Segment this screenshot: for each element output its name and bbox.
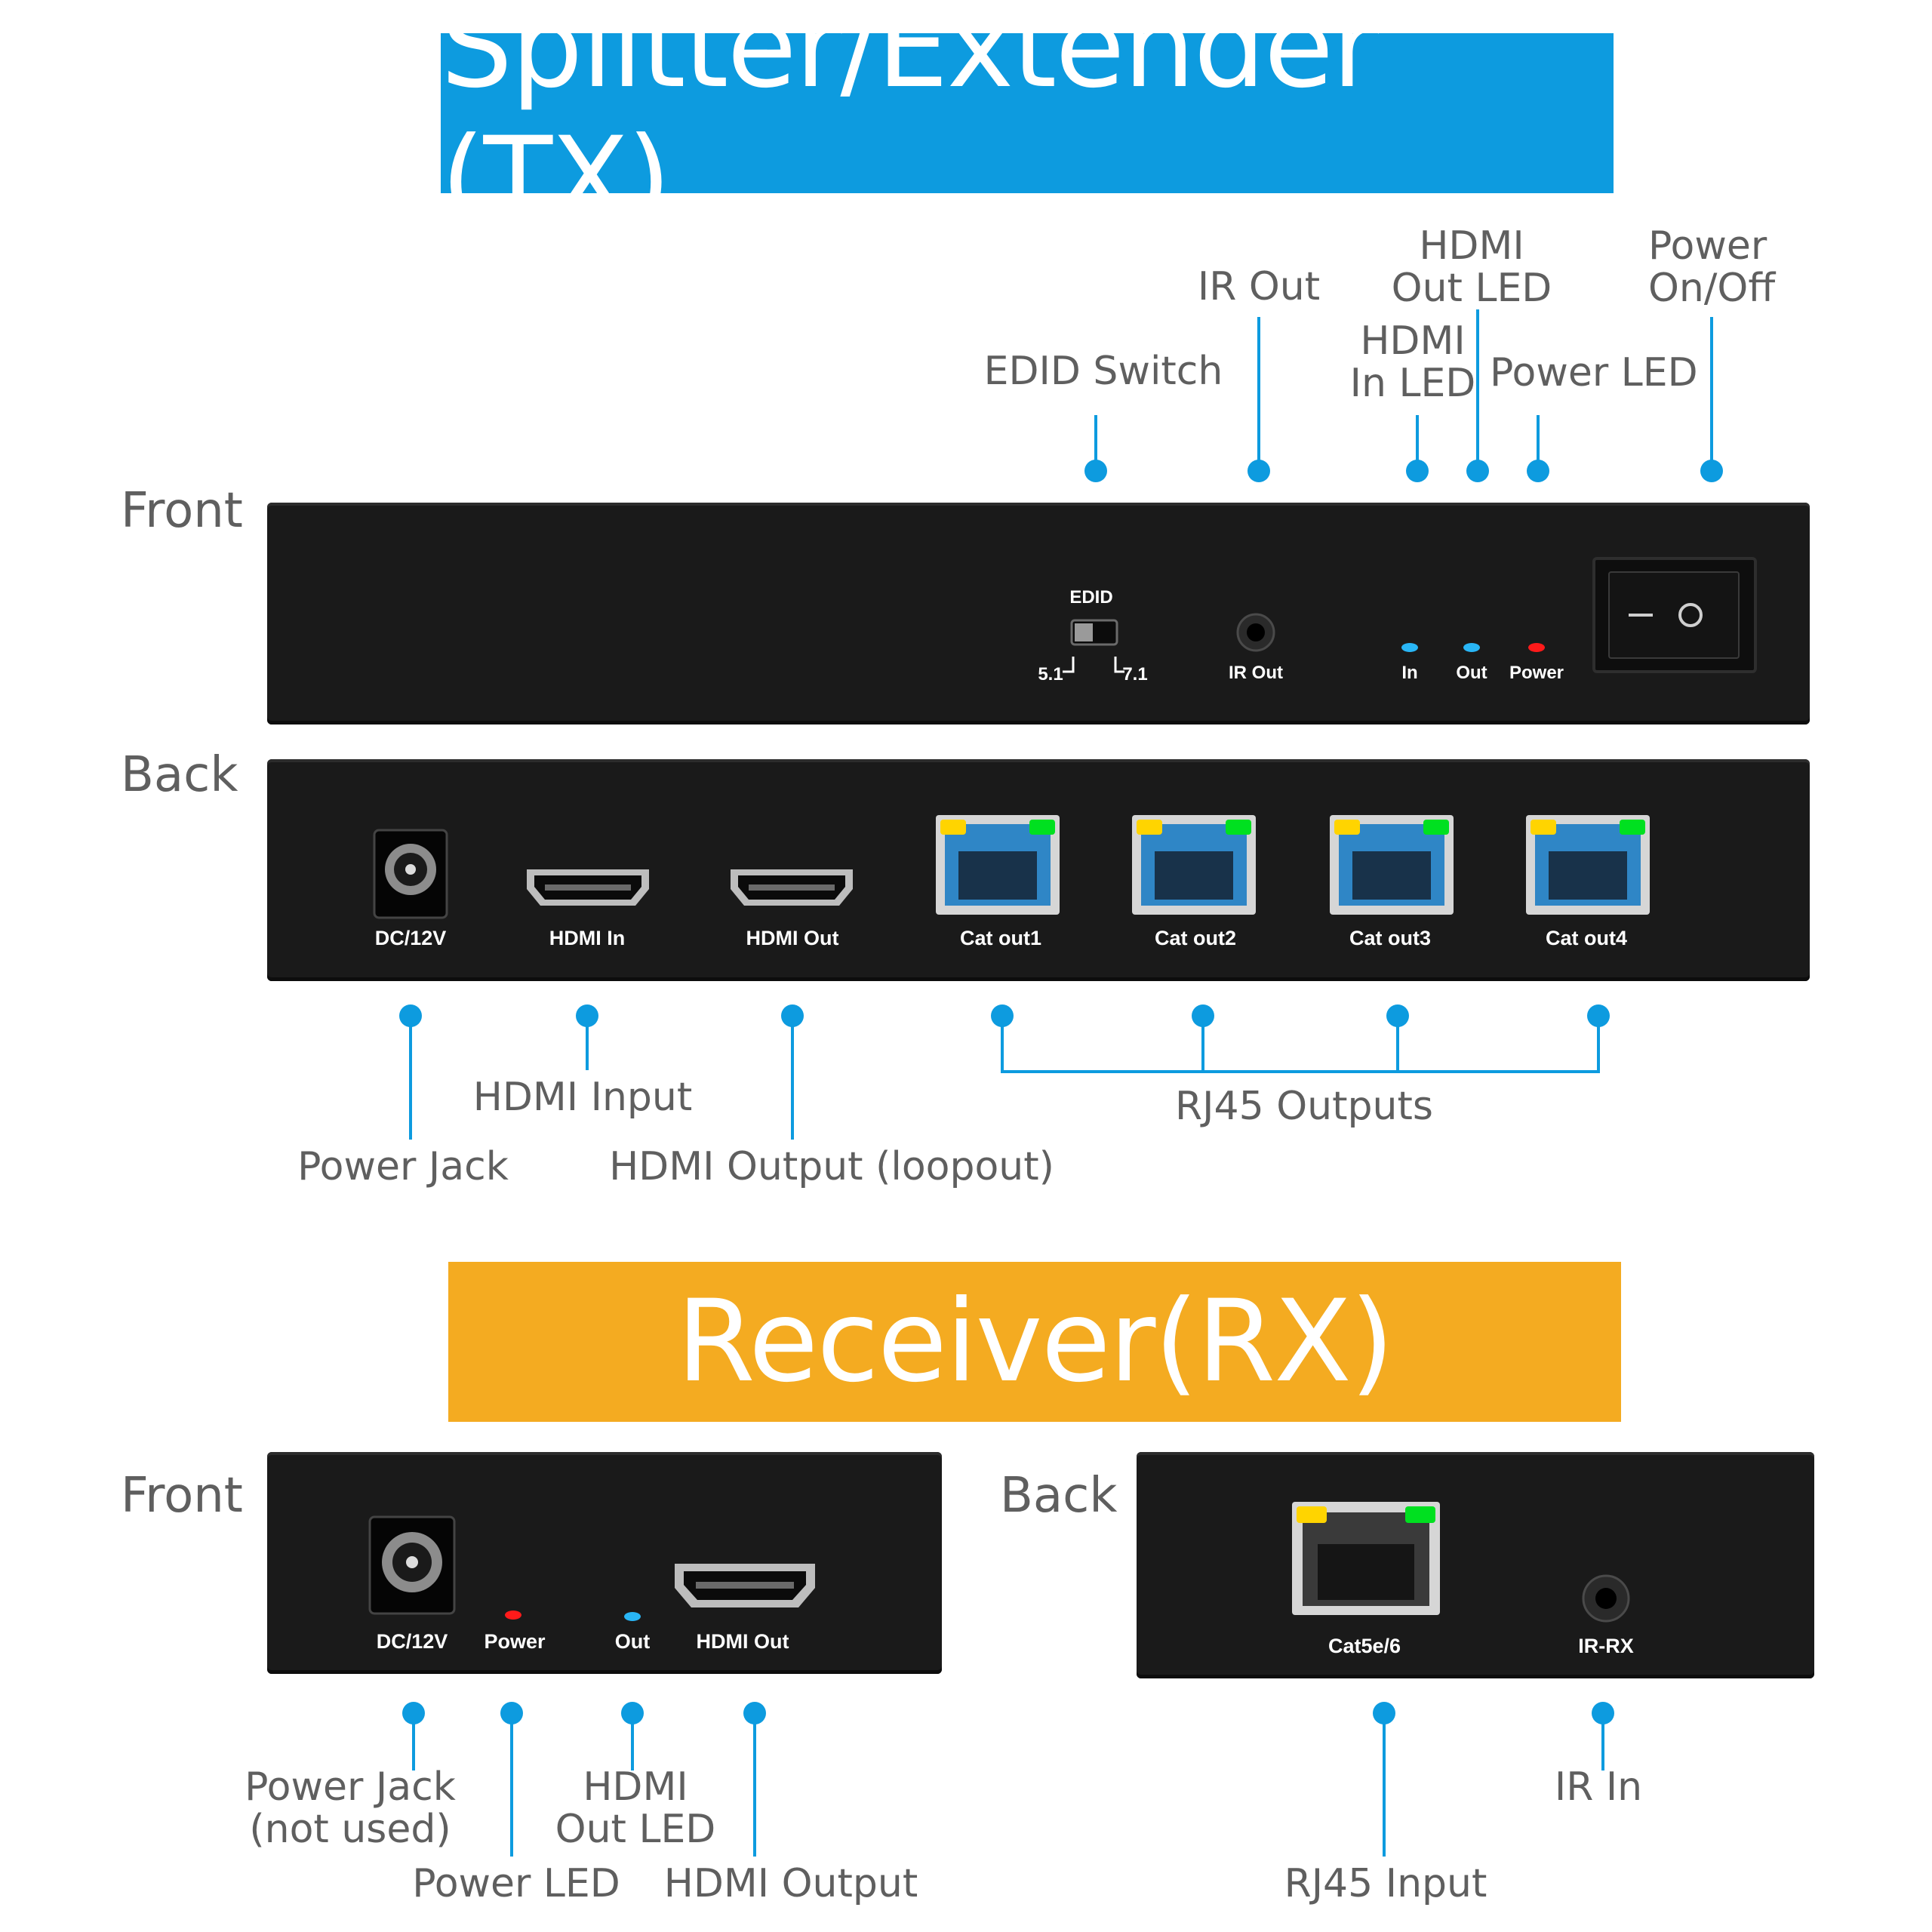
callout-rx-hdmi-out-led-line1: HDMI: [583, 1764, 688, 1810]
rx-hdmi-out-label: HDMI Out: [696, 1630, 789, 1653]
rx-cat-label: Cat5e/6: [1327, 1635, 1401, 1657]
tx-dc-label: DC/12V: [374, 927, 447, 949]
dot-rj45-3: [1386, 1004, 1409, 1027]
tx-ir-out-label: IR Out: [1229, 663, 1283, 683]
tx-led-in-label: In: [1401, 663, 1418, 683]
dot-hdmi-output: [781, 1004, 804, 1027]
dot-ir-out: [1247, 460, 1270, 482]
rx-title: Receiver(RX): [676, 1276, 1395, 1407]
callout-rx-power-jack: Power Jack (not used): [245, 1766, 456, 1850]
dot-rx-power-jack: [402, 1702, 425, 1724]
callout-rx-hdmi-out-led-line2: Out LED: [555, 1807, 716, 1852]
rx-dc-label: DC/12V: [376, 1630, 448, 1653]
tx-cat-out1-label: Cat out1: [960, 927, 1041, 949]
callout-rj45-outputs: RJ45 Outputs: [1175, 1084, 1433, 1129]
callout-rx-ir-in: IR In: [1554, 1764, 1643, 1810]
tx-led-out-label: Out: [1456, 663, 1487, 683]
callout-hdmi-in-led-line1: HDMI: [1360, 318, 1466, 364]
tx-hdmi-in-label: HDMI In: [549, 927, 626, 949]
callout-edid-switch: EDID Switch: [983, 349, 1223, 394]
rx-front-panel: [267, 1452, 942, 1674]
tx-title-banner: Splitter/Extender (TX): [441, 0, 1614, 245]
rx-ir-label: IR-RX: [1578, 1635, 1634, 1657]
dot-rx-ir-in: [1592, 1702, 1614, 1724]
dot-rx-hdmi-output: [743, 1702, 766, 1724]
rx-power-label: Power: [484, 1630, 546, 1653]
callout-hdmi-output-loopout: HDMI Output (loopout): [609, 1144, 1054, 1189]
callout-rx-power-jack-line1: Power Jack: [245, 1764, 456, 1810]
rx-out-label: Out: [614, 1630, 651, 1653]
dot-hdmi-out-led: [1466, 460, 1489, 482]
callout-hdmi-out-led: HDMI Out LED: [1392, 225, 1552, 309]
callout-hdmi-out-led-line1: HDMI: [1419, 223, 1524, 269]
tx-hdmi-out-label: HDMI Out: [746, 927, 839, 949]
callout-rx-power-jack-line2: (not used): [249, 1807, 451, 1852]
callout-hdmi-in-led: HDMI In LED: [1350, 320, 1476, 405]
tx-edid-71-label: 7.1: [1122, 664, 1148, 685]
dot-power-jack: [399, 1004, 422, 1027]
callout-hdmi-in-led-line2: In LED: [1349, 361, 1476, 406]
dot-rj45-2: [1192, 1004, 1214, 1027]
callout-power-onoff: Power On/Off: [1648, 225, 1775, 309]
callout-power-onoff-line1: Power: [1648, 223, 1767, 269]
dot-rx-rj45-input: [1373, 1702, 1395, 1724]
tx-front-label: Front: [121, 483, 243, 539]
dot-rj45-4: [1587, 1004, 1610, 1027]
callout-rx-hdmi-out-led: HDMI Out LED: [555, 1766, 716, 1850]
dot-power-led: [1527, 460, 1549, 482]
tx-title: Splitter/Extender (TX): [441, 0, 1379, 245]
dot-rx-power-led: [500, 1702, 523, 1724]
callout-power-onoff-line2: On/Off: [1648, 266, 1776, 311]
dot-hdmi-in-led: [1406, 460, 1429, 482]
tx-cat-out2-label: Cat out2: [1155, 927, 1236, 949]
tx-edid-51-label: 5.1: [1038, 664, 1063, 685]
dot-power-onoff: [1700, 460, 1723, 482]
callout-power-led: Power LED: [1490, 350, 1698, 395]
rx-back-label: Back: [1000, 1468, 1118, 1524]
tx-cat-out4-label: Cat out4: [1546, 927, 1627, 949]
tx-back-label: Back: [121, 747, 238, 803]
tx-cat-out3-label: Cat out3: [1349, 927, 1431, 949]
callout-rx-power-led: Power LED: [412, 1861, 620, 1906]
callout-hdmi-out-led-line2: Out LED: [1391, 266, 1552, 311]
rx-back-panel: [1137, 1452, 1814, 1678]
dot-edid: [1084, 460, 1107, 482]
tx-led-power-label: Power: [1509, 663, 1564, 683]
rx-title-banner: Receiver(RX): [448, 1262, 1621, 1422]
callout-ir-out: IR Out: [1197, 264, 1321, 309]
tx-front-panel: [267, 503, 1810, 724]
dot-rj45-1: [991, 1004, 1014, 1027]
callout-power-jack: Power Jack: [297, 1144, 509, 1189]
dot-hdmi-input: [576, 1004, 598, 1027]
dot-rx-hdmi-out-led: [621, 1702, 644, 1724]
callout-hdmi-input: HDMI Input: [472, 1075, 693, 1120]
rx-front-label: Front: [121, 1468, 243, 1524]
leader-rj45-bracket: [1001, 1016, 1600, 1073]
callout-rx-hdmi-output: HDMI Output: [663, 1861, 918, 1906]
tx-edid-label: EDID: [1069, 587, 1113, 608]
callout-rx-rj45-input: RJ45 Input: [1284, 1861, 1487, 1906]
